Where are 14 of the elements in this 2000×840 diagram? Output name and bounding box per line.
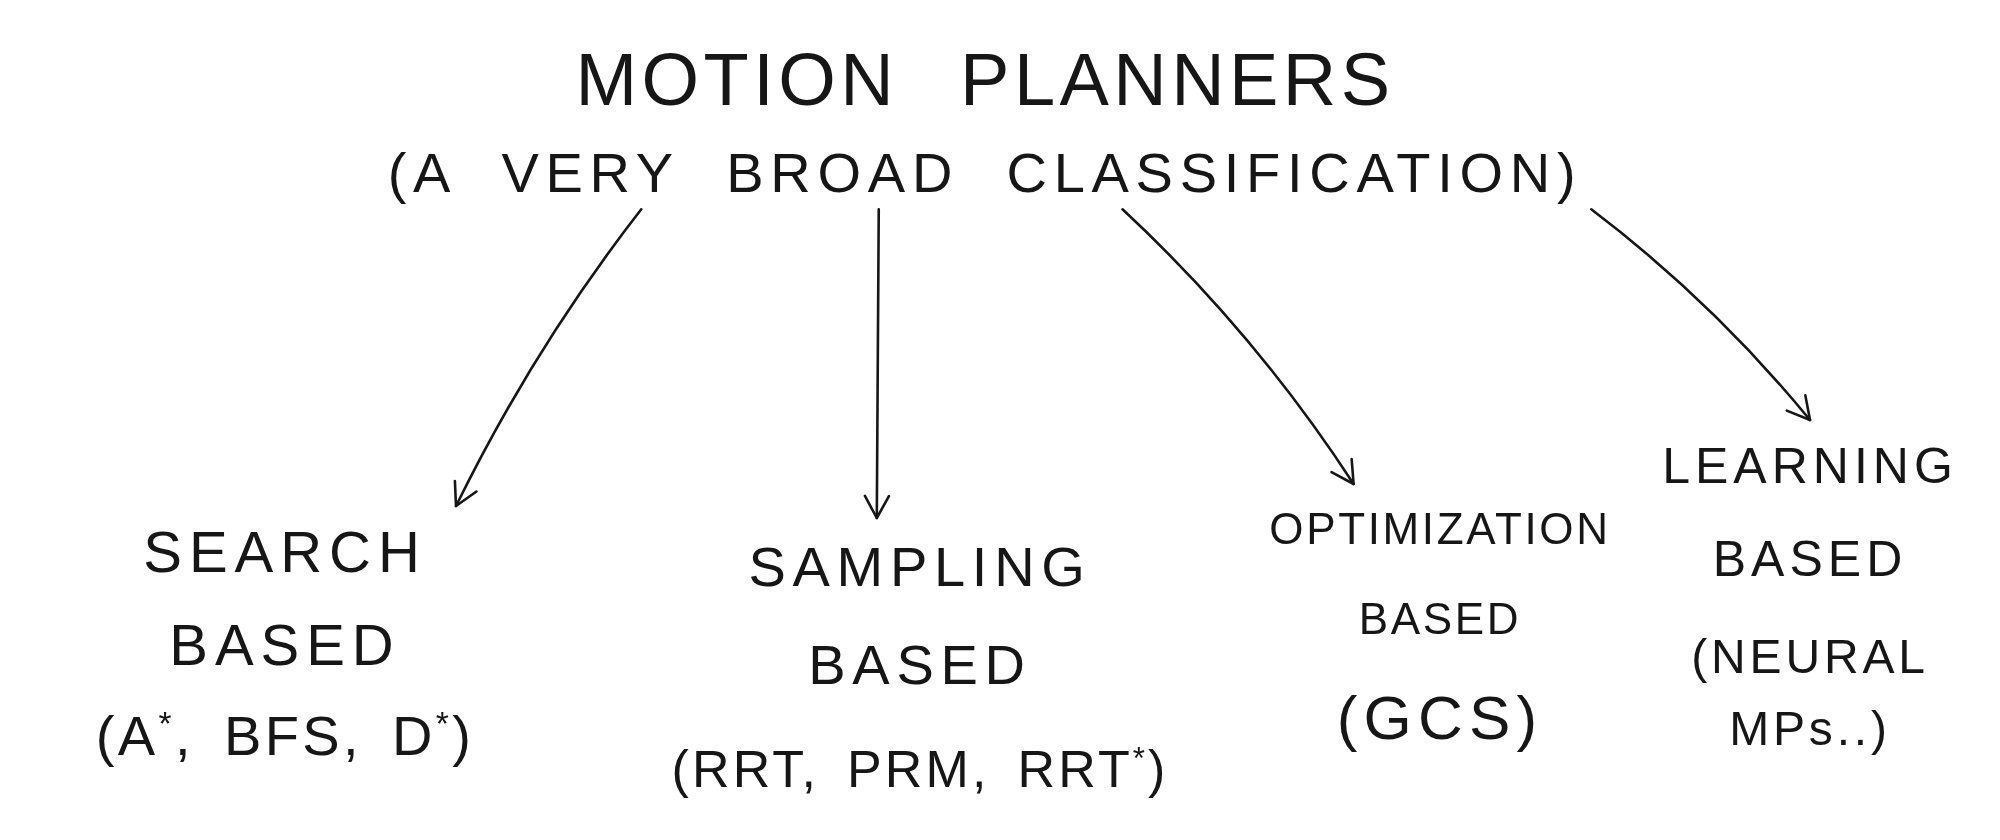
category-label: SAMPLING BASED <box>747 534 1093 698</box>
examples-text: (RRT, PRM, RRT$^{*}$) <box>671 739 1169 800</box>
arrow <box>1121 208 1355 486</box>
examples-text: (A$^{*}$, BFS, D$^{*}$) <box>95 702 475 769</box>
arrow <box>453 208 643 508</box>
category-label: OPTIMIZATION BASED <box>1268 503 1612 646</box>
category-label: SEARCH BASED <box>142 518 428 679</box>
root-label: MOTION PLANNERS <box>575 37 1395 123</box>
root-note: (A VERY BROAD CLASSIFICATION) <box>387 139 1583 206</box>
arrow <box>863 208 891 520</box>
category-label: LEARNING BASED <box>1661 437 1959 589</box>
examples-text: (GCS) <box>1336 682 1544 755</box>
examples-text: (NEURAL MPs..) <box>1690 629 1930 757</box>
arrow <box>1589 208 1812 422</box>
